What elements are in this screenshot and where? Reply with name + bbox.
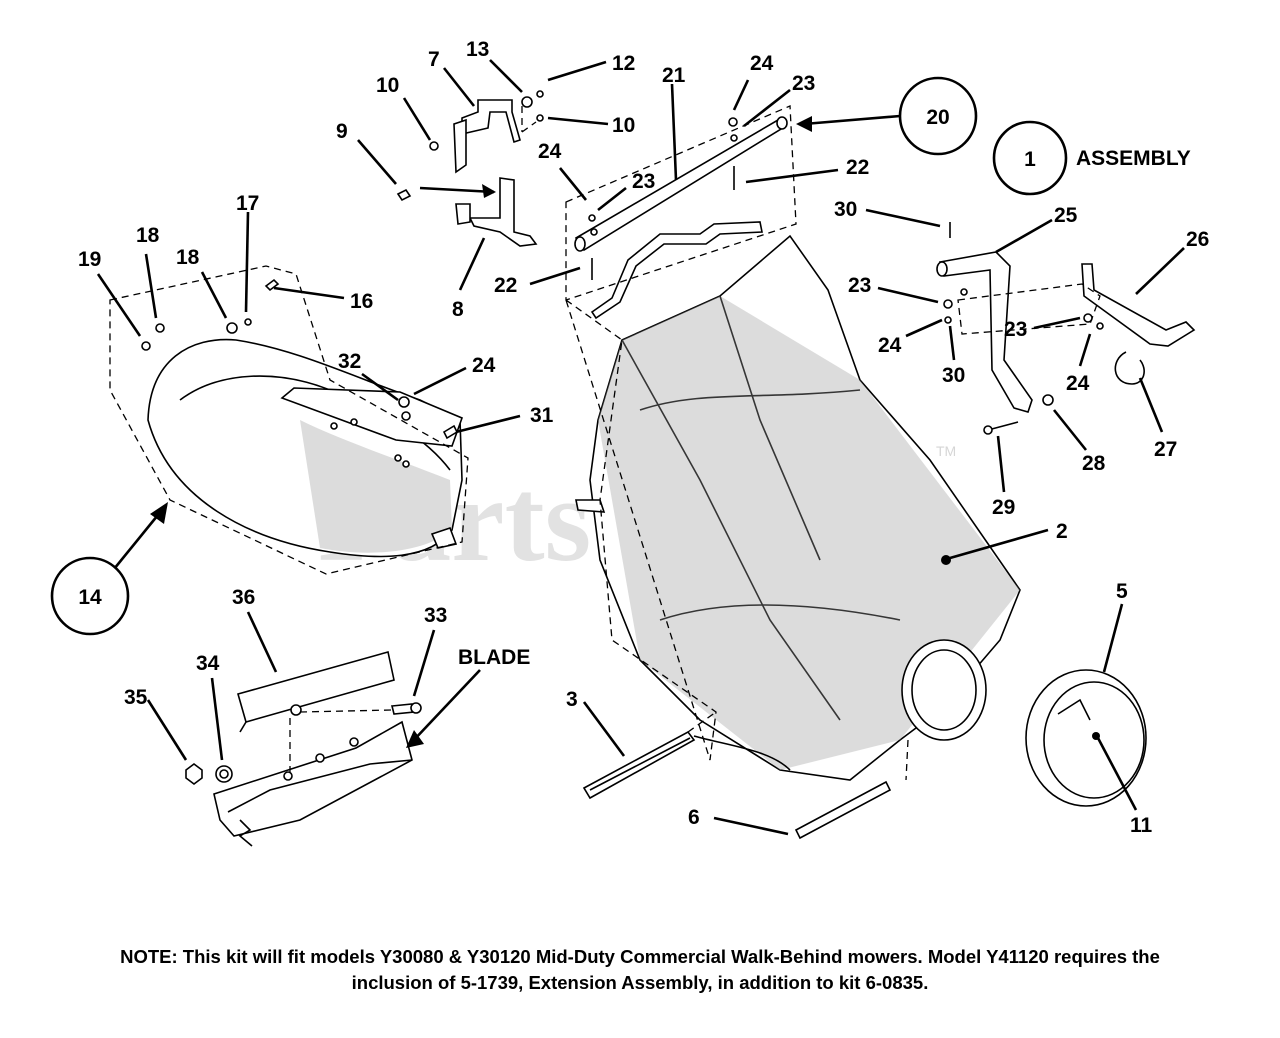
leader-lines	[96, 59, 1185, 836]
callout-24: 24	[1066, 372, 1090, 395]
part-26-bracket	[1081, 263, 1196, 347]
hardware-rod	[588, 117, 738, 280]
svg-text:1: 1	[1024, 148, 1036, 171]
callout-25: 25	[1054, 204, 1078, 227]
callout-18: 18	[136, 224, 160, 247]
callout-24: 24	[472, 354, 496, 377]
blade-label: BLADE	[458, 646, 530, 669]
hardware-handle	[943, 222, 1104, 435]
callout-28: 28	[1082, 452, 1106, 475]
part-3-strip	[582, 730, 791, 800]
callout-36: 36	[232, 586, 255, 609]
watermark-trademark: TM	[936, 443, 956, 459]
part-27-clip	[1114, 351, 1145, 385]
callout-22: 22	[494, 274, 517, 297]
callout-24: 24	[750, 52, 774, 75]
hardware-blade	[185, 702, 422, 785]
hardware-small	[396, 90, 544, 202]
assembly-label: ASSEMBLY	[1076, 147, 1191, 170]
callout-26: 26	[1186, 228, 1209, 251]
callout-2: 2	[1056, 520, 1068, 543]
callout-33: 33	[424, 604, 447, 627]
callout-34: 34	[196, 652, 220, 675]
callout-10: 10	[612, 114, 635, 137]
strip-guide	[687, 711, 717, 733]
part-36-plate	[237, 651, 395, 733]
part-7-bracket	[453, 99, 521, 174]
circled-ref-1: 1	[992, 120, 1068, 196]
part-2-bag	[575, 234, 1021, 781]
callout-8: 8	[452, 298, 464, 321]
callout-22: 22	[846, 156, 869, 179]
note-text: NOTE: This kit will fit models Y30080 & …	[20, 944, 1260, 996]
callout-23: 23	[792, 72, 815, 95]
part-8-bracket	[455, 177, 538, 247]
callout-23: 23	[848, 274, 871, 297]
callout-17: 17	[236, 192, 259, 215]
part-6-wire	[794, 780, 892, 840]
callout-3: 3	[566, 688, 578, 711]
callout-9: 9	[336, 120, 348, 143]
callout-30: 30	[834, 198, 857, 221]
handle-outline	[957, 283, 1101, 335]
part-blade	[213, 720, 413, 847]
note-line-2: inclusion of 5-1739, Extension Assembly,…	[351, 972, 929, 993]
part-21-rod	[574, 116, 788, 252]
callout-5: 5	[1116, 580, 1128, 603]
callout-19: 19	[78, 248, 101, 271]
callout-23: 23	[1004, 318, 1027, 341]
circled-ref-14: 14	[50, 556, 130, 636]
callout-10: 10	[376, 74, 399, 97]
callout-11: 11	[1130, 814, 1153, 837]
circled-ref-20: 20	[898, 76, 978, 156]
callout-18: 18	[176, 246, 200, 269]
callout-31: 31	[530, 404, 554, 427]
callout-21: 21	[662, 64, 686, 87]
callout-27: 27	[1154, 438, 1177, 461]
hardware-chute	[141, 278, 459, 440]
part-14-chute	[147, 338, 464, 558]
callout-24: 24	[538, 140, 562, 163]
callout-30: 30	[942, 364, 965, 387]
svg-text:20: 20	[926, 106, 949, 129]
callout-24: 24	[878, 334, 902, 357]
part-frame-wire	[590, 221, 763, 320]
callout-16: 16	[350, 290, 373, 313]
callout-23: 23	[632, 170, 655, 193]
callout-29: 29	[992, 496, 1015, 519]
callout-35: 35	[124, 686, 148, 709]
callout-13: 13	[466, 38, 489, 61]
callout-7: 7	[428, 48, 440, 71]
assembly-20-outline	[565, 105, 797, 301]
part-5-ring	[1025, 669, 1147, 807]
callout-numbers: 7 13 12 10 10 9 8 21 24 23 24 23 22 22 1…	[78, 38, 1209, 837]
svg-text:14: 14	[78, 586, 102, 609]
part-25-handle	[936, 251, 1033, 413]
bag-outline	[564, 298, 717, 761]
callout-32: 32	[338, 350, 361, 373]
callout-12: 12	[612, 52, 635, 75]
callout-6: 6	[688, 806, 700, 829]
note-line-1: NOTE: This kit will fit models Y30080 & …	[120, 946, 1160, 967]
